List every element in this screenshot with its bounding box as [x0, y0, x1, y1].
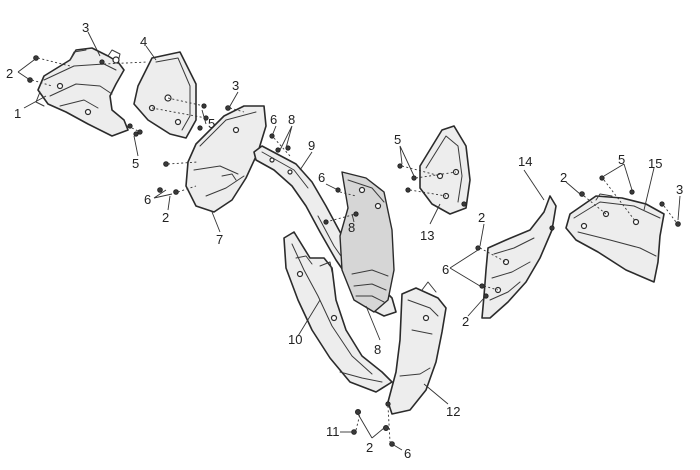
- callout-3: 3: [82, 20, 89, 35]
- callout-labels: 1 2 3 4 5 5 3 6 2 7 6 8 9 6 8 8 10 5 13 …: [6, 20, 683, 461]
- callout-5: 5: [132, 156, 139, 171]
- callout-3: 3: [676, 182, 683, 197]
- callout-15: 15: [648, 156, 662, 171]
- callout-2: 2: [6, 66, 13, 81]
- callout-9: 9: [308, 138, 315, 153]
- callout-8: 8: [348, 220, 355, 235]
- callout-7: 7: [216, 232, 223, 247]
- part-13-fasteners: [397, 163, 467, 207]
- callout-4: 4: [140, 34, 147, 49]
- callout-5: 5: [618, 152, 625, 167]
- callout-3: 3: [232, 78, 239, 93]
- callout-2: 2: [366, 440, 373, 455]
- callout-6: 6: [442, 262, 449, 277]
- callout-8: 8: [288, 112, 295, 127]
- callout-2: 2: [462, 314, 469, 329]
- part-12-lower-right-fairing: [387, 281, 447, 415]
- part-8-inner-fairing: [339, 171, 395, 313]
- callout-6: 6: [144, 192, 151, 207]
- lower-fasteners: [351, 401, 395, 447]
- callout-2: 2: [560, 170, 567, 185]
- callout-1: 1: [14, 106, 21, 121]
- callout-10: 10: [288, 332, 302, 347]
- callout-5: 5: [394, 132, 401, 147]
- callout-6: 6: [404, 446, 411, 461]
- part-15-fasteners: [579, 175, 681, 227]
- leader-lines: [17, 31, 681, 451]
- callout-5: 5: [208, 116, 215, 131]
- part-7-side-cover: [185, 105, 267, 213]
- assembly-lines: [31, 57, 677, 443]
- callout-2: 2: [478, 210, 485, 225]
- callout-11: 11: [326, 424, 340, 439]
- part-8-fasteners: [269, 133, 359, 225]
- part-4-trim-plate: [133, 51, 197, 139]
- callout-6: 6: [318, 170, 325, 185]
- callout-12: 12: [446, 404, 460, 419]
- part-1-left-bracket-panel: [35, 47, 129, 137]
- part-7-fasteners: [157, 105, 231, 195]
- callout-14: 14: [518, 154, 532, 169]
- callout-13: 13: [420, 228, 434, 243]
- part-14-fasteners: [475, 225, 555, 299]
- part-15-rear-panel: [565, 193, 665, 283]
- callout-6: 6: [270, 112, 277, 127]
- callout-2: 2: [162, 210, 169, 225]
- callout-8: 8: [374, 342, 381, 357]
- part-13-right-trim-plate: [419, 125, 471, 215]
- part-14-right-side-cover: [481, 195, 557, 319]
